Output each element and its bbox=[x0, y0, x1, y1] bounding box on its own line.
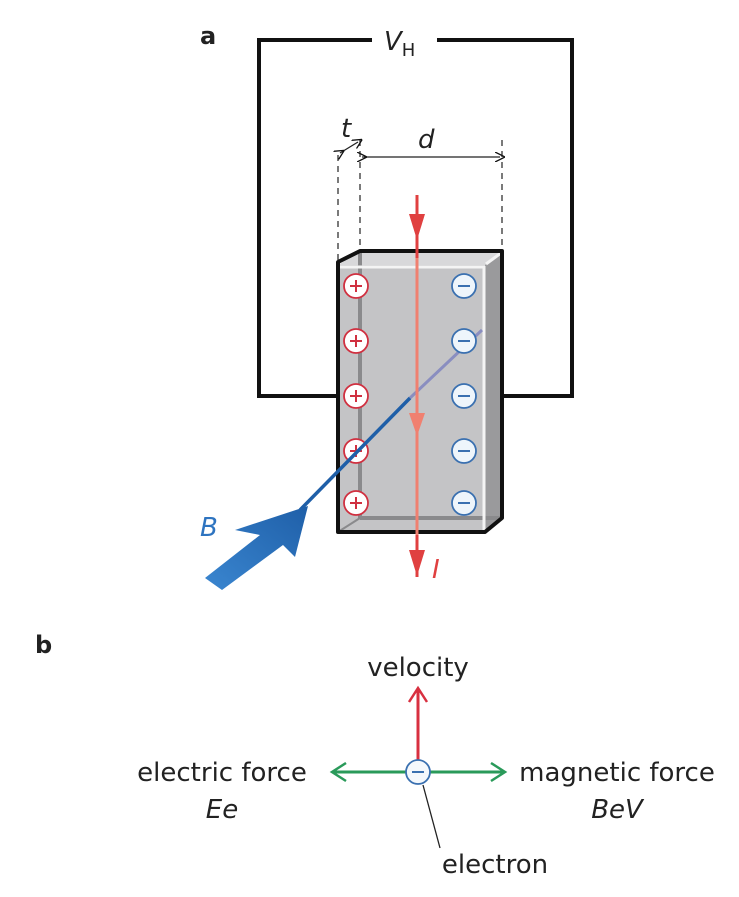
magnetic-field-label: B bbox=[200, 513, 218, 543]
magnetic-field-arrow bbox=[205, 506, 308, 590]
negative-charge bbox=[451, 383, 477, 409]
negative-charge bbox=[451, 490, 477, 516]
negative-charges bbox=[451, 273, 477, 516]
electron-symbol bbox=[405, 759, 431, 785]
velocity-label: velocity bbox=[367, 653, 469, 683]
circuit-wire-left bbox=[257, 38, 372, 398]
field-line-front bbox=[298, 396, 412, 512]
electric-force-arrowhead bbox=[329, 761, 347, 783]
magnetic-force-formula: BeV bbox=[591, 795, 645, 825]
positive-charge bbox=[343, 383, 369, 409]
panel-a-label: a bbox=[200, 22, 216, 50]
circuit-wire-right bbox=[437, 38, 574, 398]
hall-voltage-circuit bbox=[257, 38, 574, 398]
magnetic-force-label: magnetic force bbox=[519, 758, 715, 788]
width-label: d bbox=[418, 125, 435, 155]
current-mid-arrowhead bbox=[409, 413, 425, 436]
positive-charge bbox=[343, 273, 369, 299]
current-top-arrowhead bbox=[409, 214, 425, 240]
current-bottom-arrowhead bbox=[409, 550, 425, 576]
positive-charge bbox=[343, 490, 369, 516]
electric-force-formula: Ee bbox=[206, 795, 238, 825]
hall-voltage-label: VH bbox=[384, 27, 415, 61]
current-label: I bbox=[432, 555, 440, 585]
panel-b-label: b bbox=[35, 631, 52, 659]
negative-charge bbox=[451, 438, 477, 464]
velocity-arrowhead bbox=[407, 685, 429, 703]
negative-charge bbox=[451, 328, 477, 354]
thickness-dimension-arrow bbox=[340, 142, 358, 153]
positive-charge bbox=[343, 328, 369, 354]
dimension-guides bbox=[337, 140, 503, 262]
thickness-label: t bbox=[341, 114, 352, 144]
slab-outline bbox=[336, 249, 504, 534]
slab-top-face bbox=[338, 251, 502, 265]
electron-label: electron bbox=[442, 850, 548, 880]
negative-charge bbox=[451, 273, 477, 299]
slab-right-face bbox=[485, 251, 502, 532]
electron-leader-line bbox=[422, 784, 441, 849]
magnetic-force-arrowhead bbox=[490, 761, 508, 783]
electric-force-label: electric force bbox=[137, 758, 307, 788]
